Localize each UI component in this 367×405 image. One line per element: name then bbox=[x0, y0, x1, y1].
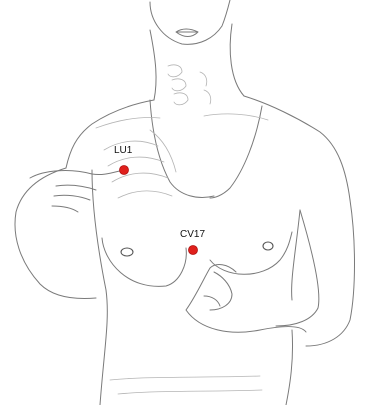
left-arm bbox=[15, 168, 96, 298]
rib-cage bbox=[104, 130, 176, 198]
pointing-hand bbox=[30, 170, 124, 212]
clavicle-left bbox=[96, 117, 160, 128]
body-right bbox=[292, 210, 300, 300]
cervical-spine bbox=[168, 65, 211, 105]
nipple-right bbox=[263, 242, 273, 250]
neck-right bbox=[230, 24, 244, 96]
shoulder-left bbox=[66, 100, 154, 168]
lips bbox=[176, 29, 198, 37]
shoulder-right bbox=[244, 96, 350, 200]
arm-right-inner bbox=[276, 210, 319, 326]
neck-left bbox=[150, 30, 156, 100]
cv17-label: CV17 bbox=[180, 230, 205, 240]
arm-right-outer bbox=[306, 200, 355, 346]
strap-left bbox=[150, 100, 214, 197]
cv17-point bbox=[189, 246, 198, 255]
lu1-label: LU1 bbox=[114, 146, 132, 156]
strap-right bbox=[210, 106, 262, 198]
body-left bbox=[92, 170, 107, 405]
lu1-point bbox=[120, 166, 129, 175]
chin-outline bbox=[150, 0, 230, 44]
chest-right bbox=[210, 232, 292, 274]
chest-left bbox=[102, 238, 186, 286]
body-right-lower bbox=[286, 330, 293, 405]
nipple-left bbox=[121, 248, 133, 256]
waist-folds bbox=[110, 376, 262, 394]
clavicle-right bbox=[204, 114, 268, 120]
